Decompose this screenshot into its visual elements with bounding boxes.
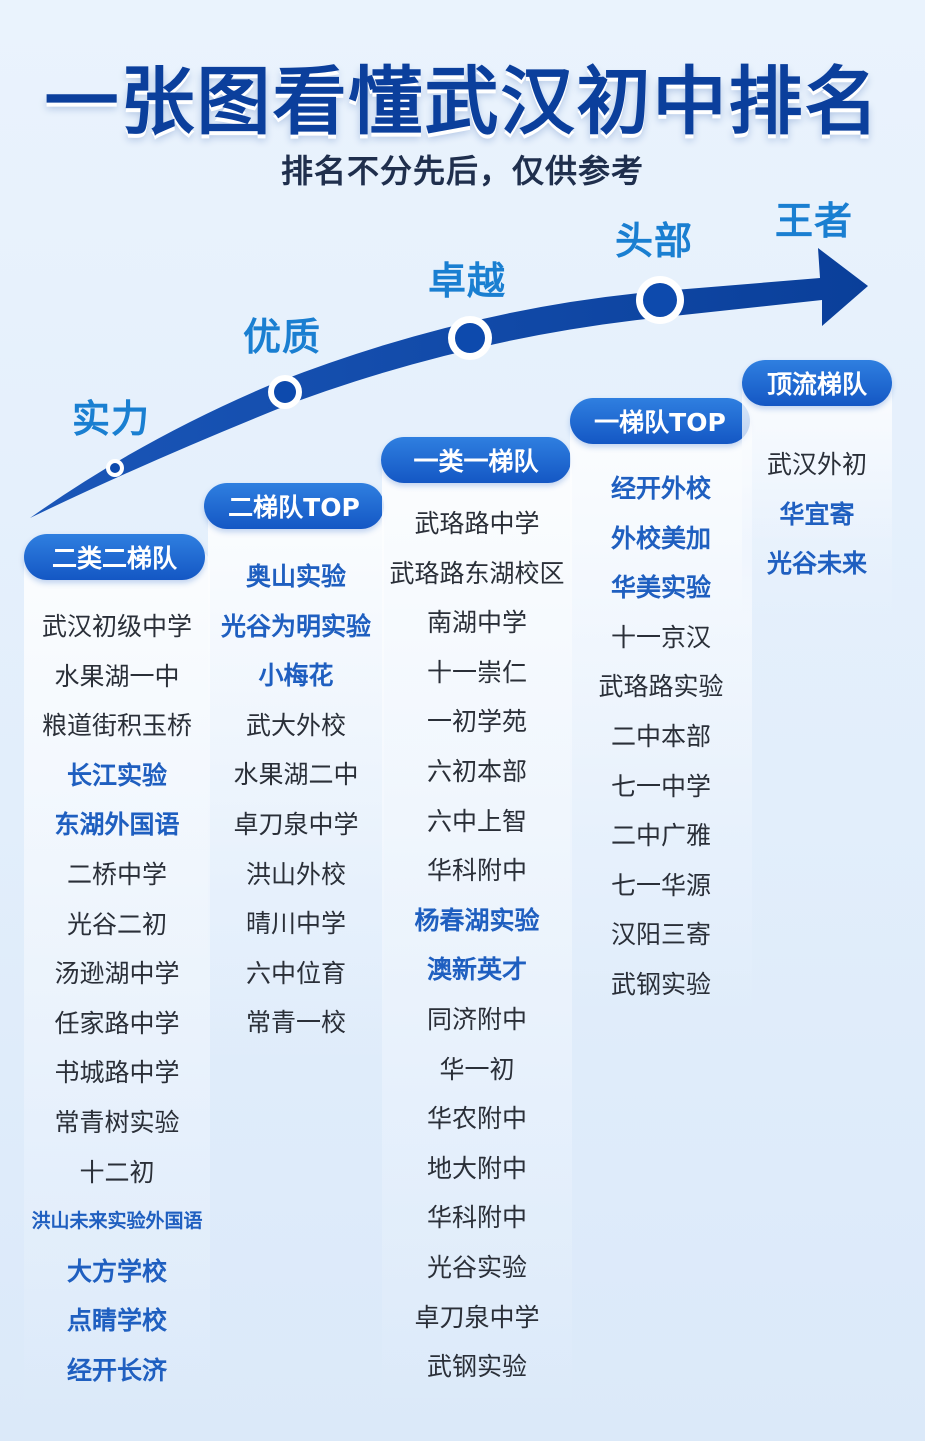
milestone-dot-4-inner	[643, 283, 677, 317]
tier-list-4: 经开外校外校美加华美实验十一京汉武珞路实验二中本部七一中学二中广雅七一华源汉阳三…	[570, 464, 752, 1010]
school-item: 小梅花	[258, 661, 334, 691]
tier-column-1	[24, 550, 210, 1410]
school-item: 十一京汉	[610, 622, 711, 652]
school-item: 书城路中学	[54, 1058, 180, 1088]
school-item: 十一崇仁	[426, 657, 527, 687]
school-item: 汤逊湖中学	[54, 959, 180, 989]
school-item: 武珞路东湖校区	[389, 558, 565, 588]
school-item: 杨春湖实验	[414, 905, 540, 935]
school-item: 长江实验	[66, 760, 167, 790]
tier-column-3	[382, 455, 572, 1410]
school-item: 常青树实验	[54, 1107, 180, 1137]
school-item: 六中上智	[426, 806, 527, 836]
tier-list-5: 武汉外初华宜寄光谷未来	[742, 440, 892, 589]
school-item: 东湖外国语	[54, 810, 180, 840]
school-item: 南湖中学	[426, 608, 527, 638]
page-subtitle: 排名不分先后，仅供参考	[280, 152, 644, 190]
school-item: 二中广雅	[610, 821, 711, 851]
school-item: 华宜寄	[779, 499, 855, 529]
school-item: 任家路中学	[54, 1008, 180, 1038]
school-item: 华农附中	[426, 1104, 527, 1134]
page-title: 一张图看懂武汉初中排名	[44, 59, 881, 145]
milestone-dot-2-inner	[274, 381, 296, 403]
milestone-dot-3-inner	[455, 323, 485, 353]
tier-list-2: 奥山实验光谷为明实验小梅花武大外校水果湖二中卓刀泉中学洪山外校晴川中学六中位育常…	[208, 552, 384, 1048]
tier-list-1: 武汉初级中学水果湖一中粮道街积玉桥长江实验东湖外国语二桥中学光谷二初汤逊湖中学任…	[24, 602, 210, 1396]
school-item: 华美实验	[610, 573, 711, 603]
school-item: 点睛学校	[66, 1306, 167, 1336]
school-item: 二桥中学	[66, 859, 167, 889]
school-item: 华科附中	[426, 856, 527, 886]
school-item: 光谷二初	[66, 909, 167, 939]
school-item: 七一中学	[610, 771, 711, 801]
school-item: 武钢实验	[426, 1352, 527, 1382]
school-item: 六初本部	[426, 756, 527, 786]
school-item: 卓刀泉中学	[233, 809, 359, 839]
school-item: 二中本部	[610, 721, 711, 751]
tier-label-3: 一类一梯队	[381, 437, 571, 483]
tier-column-2	[208, 500, 384, 1060]
school-item: 洪山未来实验外国语	[31, 1210, 203, 1233]
school-item: 粮道街积玉桥	[41, 711, 192, 741]
progress-arrow	[30, 248, 868, 518]
stage-label-4: 头部	[615, 219, 694, 263]
stage-label-3: 卓越	[428, 259, 507, 303]
tier-list-3: 武珞路中学武珞路东湖校区南湖中学十一崇仁一初学苑六初本部六中上智华科附中杨春湖实…	[382, 499, 572, 1392]
stage-label-1: 实力	[72, 397, 151, 441]
school-item: 卓刀泉中学	[414, 1302, 540, 1332]
school-item: 大方学校	[66, 1256, 167, 1286]
school-item: 十二初	[79, 1157, 155, 1187]
school-item: 汉阳三寄	[610, 920, 711, 950]
school-item: 武汉外初	[766, 450, 867, 479]
school-item: 一初学苑	[426, 707, 527, 737]
school-item: 七一华源	[610, 870, 711, 900]
school-item: 澳新英才	[426, 955, 527, 985]
school-item: 武钢实验	[610, 969, 711, 999]
school-item: 武珞路实验	[598, 672, 724, 702]
school-item: 武大外校	[245, 710, 346, 740]
school-item: 光谷未来	[766, 549, 867, 579]
school-item: 洪山外校	[245, 859, 346, 889]
tier-column-5	[742, 378, 892, 618]
school-item: 常青一校	[245, 1008, 346, 1038]
school-item: 地大附中	[426, 1153, 527, 1183]
tier-column-4	[570, 415, 752, 1015]
school-item: 华科附中	[426, 1203, 527, 1233]
school-item: 水果湖一中	[54, 661, 180, 691]
school-item: 晴川中学	[245, 909, 346, 939]
school-item: 武汉初级中学	[41, 612, 192, 641]
school-item: 六中位育	[245, 958, 346, 988]
school-item: 奥山实验	[245, 562, 346, 591]
stage-label-5: 王者	[775, 199, 854, 243]
school-item: 同济附中	[426, 1004, 527, 1034]
school-item: 经开长济	[66, 1355, 167, 1385]
school-item: 外校美加	[610, 523, 711, 553]
tier-label-4: 一梯队TOP	[570, 398, 750, 444]
school-item: 光谷实验	[426, 1252, 527, 1282]
tier-label-2: 二梯队TOP	[204, 483, 384, 529]
school-item: 经开外校	[610, 474, 711, 503]
school-item: 光谷为明实验	[220, 611, 371, 641]
tier-label-1: 二类二梯队	[24, 534, 205, 580]
tier-label-5: 顶流梯队	[742, 360, 892, 406]
school-item: 武珞路中学	[414, 509, 540, 538]
school-item: 水果湖二中	[233, 760, 359, 790]
stage-label-2: 优质	[243, 315, 322, 359]
school-item: 华一初	[439, 1054, 515, 1084]
milestone-dot-1-inner	[110, 463, 120, 473]
